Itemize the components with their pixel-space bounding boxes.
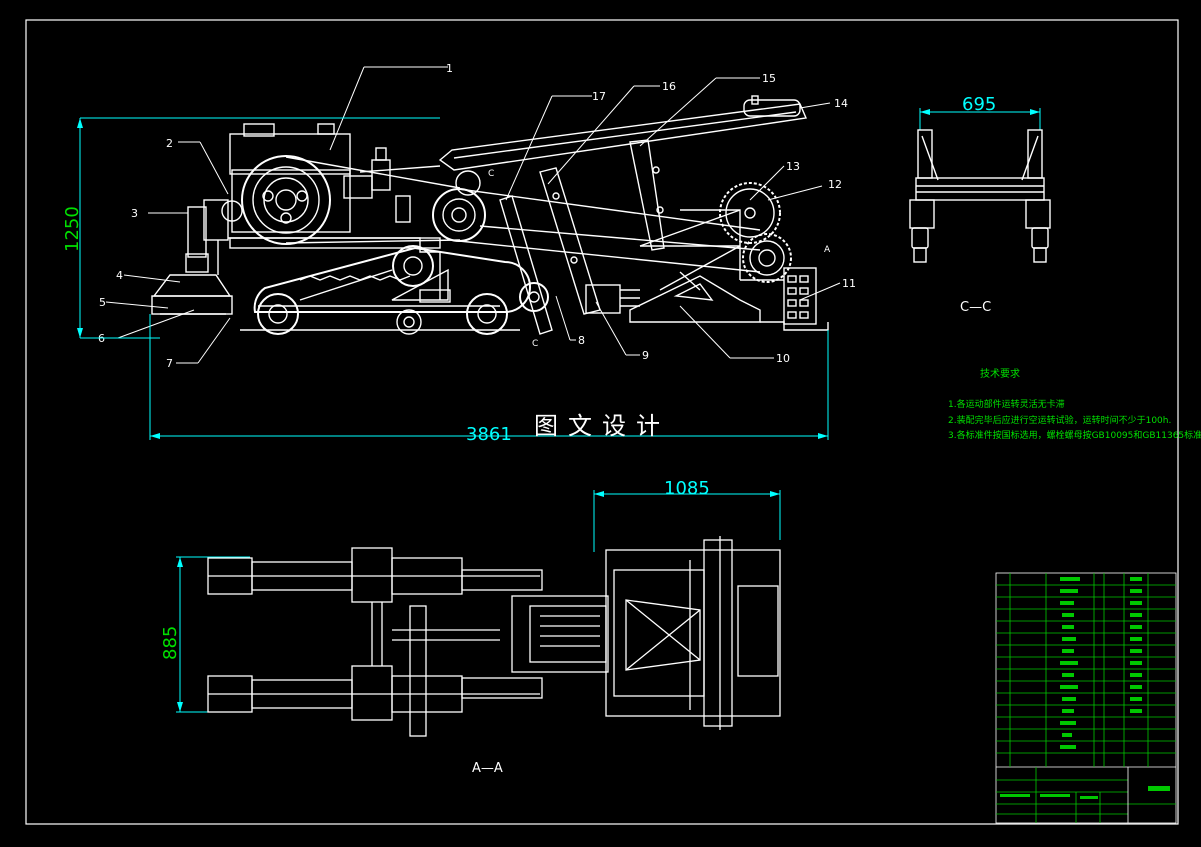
part-label-9: 9 [642, 349, 649, 362]
part-label-12: 12 [828, 178, 842, 191]
part-label-4: 4 [116, 269, 123, 282]
part-label-7: 7 [166, 357, 173, 370]
part-label-17: 17 [592, 90, 606, 103]
part-label-10: 10 [776, 352, 790, 365]
section-marker-c-bottom: C [532, 339, 538, 349]
section-view-cc [909, 129, 1051, 263]
leader-lines [105, 66, 841, 364]
drawing-frame [25, 19, 1179, 825]
part-label-14: 14 [834, 97, 848, 110]
part-label-2: 2 [166, 137, 173, 150]
section-label-cc: C—C [960, 300, 991, 315]
part-label-16: 16 [662, 80, 676, 93]
dim-width-1085: 1085 [664, 478, 710, 499]
dim-gauge-885: 885 [160, 626, 181, 660]
section-marker-a: A [824, 245, 831, 255]
tech-requirement-3: 3.各标准件按国标选用，螺栓螺母按GB10095和GB11365标准. [948, 429, 1201, 441]
watermark: 图文设计 [534, 412, 670, 440]
part-label-15: 15 [762, 72, 776, 85]
side-view [151, 95, 829, 335]
tech-requirements: 技术要求 1.各运动部件运转灵活无卡滞 2.装配完毕后应进行空运转试验，运转时间… [948, 367, 1201, 441]
tech-requirements-title: 技术要求 [980, 367, 1020, 380]
section-view-aa [207, 536, 781, 737]
part-label-5: 5 [99, 296, 106, 309]
part-label-1: 1 [446, 62, 453, 75]
dimension-arrows [77, 109, 1040, 712]
section-marker-c-top: C [488, 169, 494, 179]
dimension-lines [79, 108, 1041, 713]
section-label-aa: A—A [472, 761, 503, 776]
part-labels: 1 2 3 4 5 6 7 8 9 10 11 12 13 14 15 16 1… [98, 62, 856, 370]
part-label-3: 3 [131, 207, 138, 220]
tech-requirement-2: 2.装配完毕后应进行空运转试验，运转时间不少于100h. [948, 414, 1171, 426]
dim-length-3861: 3861 [466, 424, 512, 445]
part-label-13: 13 [786, 160, 800, 173]
dim-height-1250: 1250 [62, 206, 83, 252]
tech-requirement-1: 1.各运动部件运转灵活无卡滞 [948, 398, 1065, 410]
part-label-8: 8 [578, 334, 585, 347]
dim-width-695: 695 [962, 94, 996, 115]
parts-list-marks [1000, 577, 1170, 799]
part-label-11: 11 [842, 277, 856, 290]
parts-list-table [995, 572, 1177, 824]
